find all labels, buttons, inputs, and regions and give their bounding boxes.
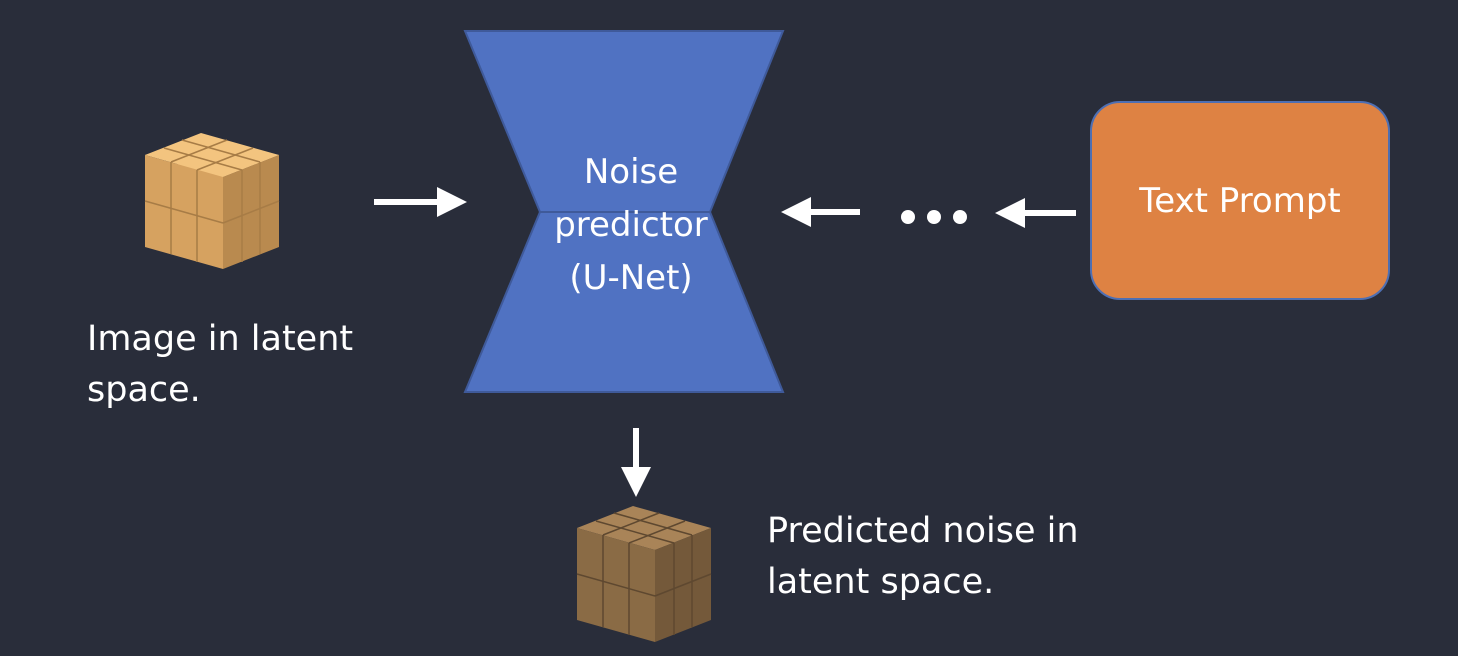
unet-label-line: predictor (554, 205, 708, 245)
text-prompt-label: Text Prompt (1139, 180, 1341, 221)
predicted-noise-label-line: latent space. (767, 562, 995, 602)
unet-label: Noise predictor (U-Net) (511, 146, 751, 305)
latent-image-label-line: space. (87, 370, 201, 410)
predicted-noise-label: Predicted noise in latent space. (767, 506, 1079, 608)
unet-hourglass (463, 30, 785, 393)
text-prompt-box: Text Prompt (1090, 101, 1390, 300)
predicted-noise-cube-icon (576, 506, 712, 642)
latent-image-label: Image in latent space. (87, 314, 353, 416)
predicted-noise-label-line: Predicted noise in (767, 511, 1079, 551)
unet-label-line: (U-Net) (569, 258, 693, 298)
unet-label-line: Noise (583, 152, 679, 192)
ellipsis-icon (901, 210, 967, 224)
latent-image-cube-icon (144, 133, 280, 269)
unet-decoder-trapezoid (463, 211, 785, 393)
latent-image-label-line: Image in latent (87, 319, 354, 359)
